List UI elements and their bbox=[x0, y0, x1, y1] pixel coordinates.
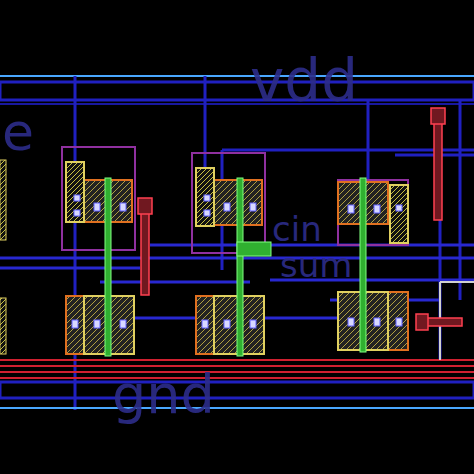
layer-label: sum bbox=[280, 248, 352, 282]
layer-label: vdd bbox=[250, 52, 358, 110]
layer-label: gnd bbox=[112, 368, 215, 422]
layer-label: cin bbox=[272, 212, 322, 246]
layer-label: e bbox=[2, 106, 34, 158]
